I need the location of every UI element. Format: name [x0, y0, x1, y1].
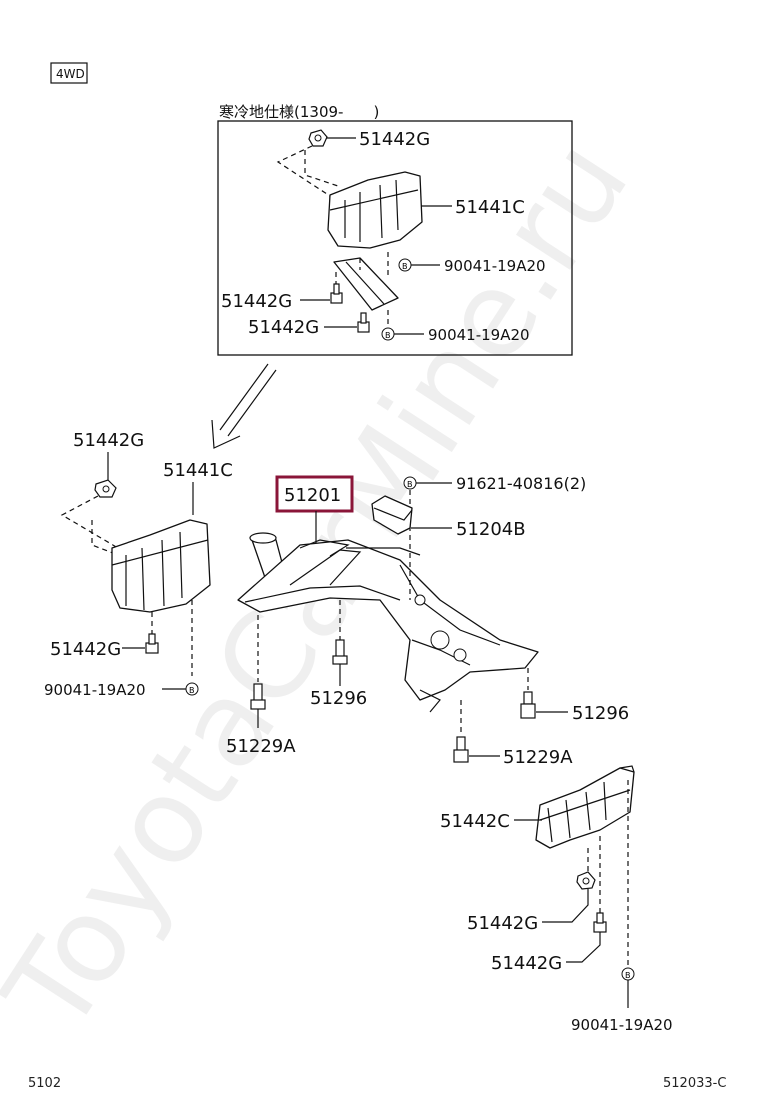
inset-bracket-icon	[333, 257, 399, 311]
nut-left-lower-icon	[145, 633, 159, 654]
reference-arrow-icon	[211, 363, 277, 449]
nut-left-lower-label: 51442G	[50, 639, 121, 660]
inset-nut-left2-icon	[357, 312, 370, 333]
bolt-51296-right-label: 51296	[572, 703, 629, 724]
inset-bolt-b1-icon: B	[398, 258, 412, 272]
nut-upper-left-label: 51442G	[73, 430, 144, 451]
bolt-right-bottom-icon: B	[621, 967, 635, 981]
nut-right-2-label: 51442G	[491, 953, 562, 974]
inset-nut-top-label: 51442G	[359, 129, 430, 150]
bolt-51229a-center-label: 51229A	[503, 747, 573, 768]
drive-tag: 4WD	[50, 62, 88, 84]
inset-nut-left2-label: 51442G	[248, 317, 319, 338]
marker-b: B	[407, 480, 413, 489]
bolt-51296-right-icon	[520, 691, 536, 719]
bolt-right-bottom-label: 90041-19A20	[571, 1016, 673, 1034]
crossmember-icon	[237, 532, 539, 713]
cover-left-icon	[111, 519, 211, 613]
bolt-51296-center-label: 51296	[310, 688, 367, 709]
bolt-top-label: 91621-40816(2)	[456, 474, 586, 493]
inset-cover-label: 51441C	[455, 197, 525, 218]
marker-b: B	[189, 686, 195, 695]
inset-cover-icon	[327, 171, 423, 249]
nut-right-1-icon	[576, 871, 596, 890]
inset-nut-top-icon	[308, 129, 328, 147]
marker-b: B	[385, 331, 391, 340]
inset-nut-left-icon	[330, 283, 343, 304]
cold-spec-inset: 寒冷地仕様(1309- ) 51442G 51441C B	[217, 103, 573, 356]
nut-right-1-label: 51442G	[467, 913, 538, 934]
inset-nut-left-label: 51442G	[221, 291, 292, 312]
drive-tag-text: 4WD	[56, 67, 85, 81]
crossmember-label-box[interactable]: 51201	[275, 475, 354, 513]
stopper-icon	[371, 495, 413, 535]
bolt-left-lower-label: 90041-19A20	[44, 681, 146, 699]
bolt-left-lower-icon: B	[185, 682, 199, 696]
marker-b: B	[402, 262, 408, 271]
stopper-label: 51204B	[456, 519, 526, 540]
footer-left-code: 5102	[28, 1076, 61, 1091]
cover-left-label: 51441C	[163, 460, 233, 481]
bolt-51296-center-icon	[332, 639, 348, 665]
cover-right-label: 51442C	[440, 811, 510, 832]
inset-bolt-b2-label: 90041-19A20	[428, 326, 530, 344]
bolt-51229a-center-icon	[453, 736, 469, 763]
inset-bolt-b2-icon: B	[381, 327, 395, 341]
inset-bolt-b1-label: 90041-19A20	[444, 257, 546, 275]
nut-right-2-icon	[593, 912, 607, 933]
bolt-51229a-left-label: 51229A	[226, 736, 296, 757]
bolt-top-icon: B	[403, 476, 417, 490]
crossmember-label: 51201	[284, 485, 341, 506]
inset-caption: 寒冷地仕様(1309- )	[219, 103, 379, 121]
marker-b: B	[625, 971, 631, 980]
footer-right-code: 512033-C	[663, 1076, 726, 1091]
nut-upper-left-icon	[94, 479, 117, 498]
cover-right-icon	[535, 765, 635, 849]
